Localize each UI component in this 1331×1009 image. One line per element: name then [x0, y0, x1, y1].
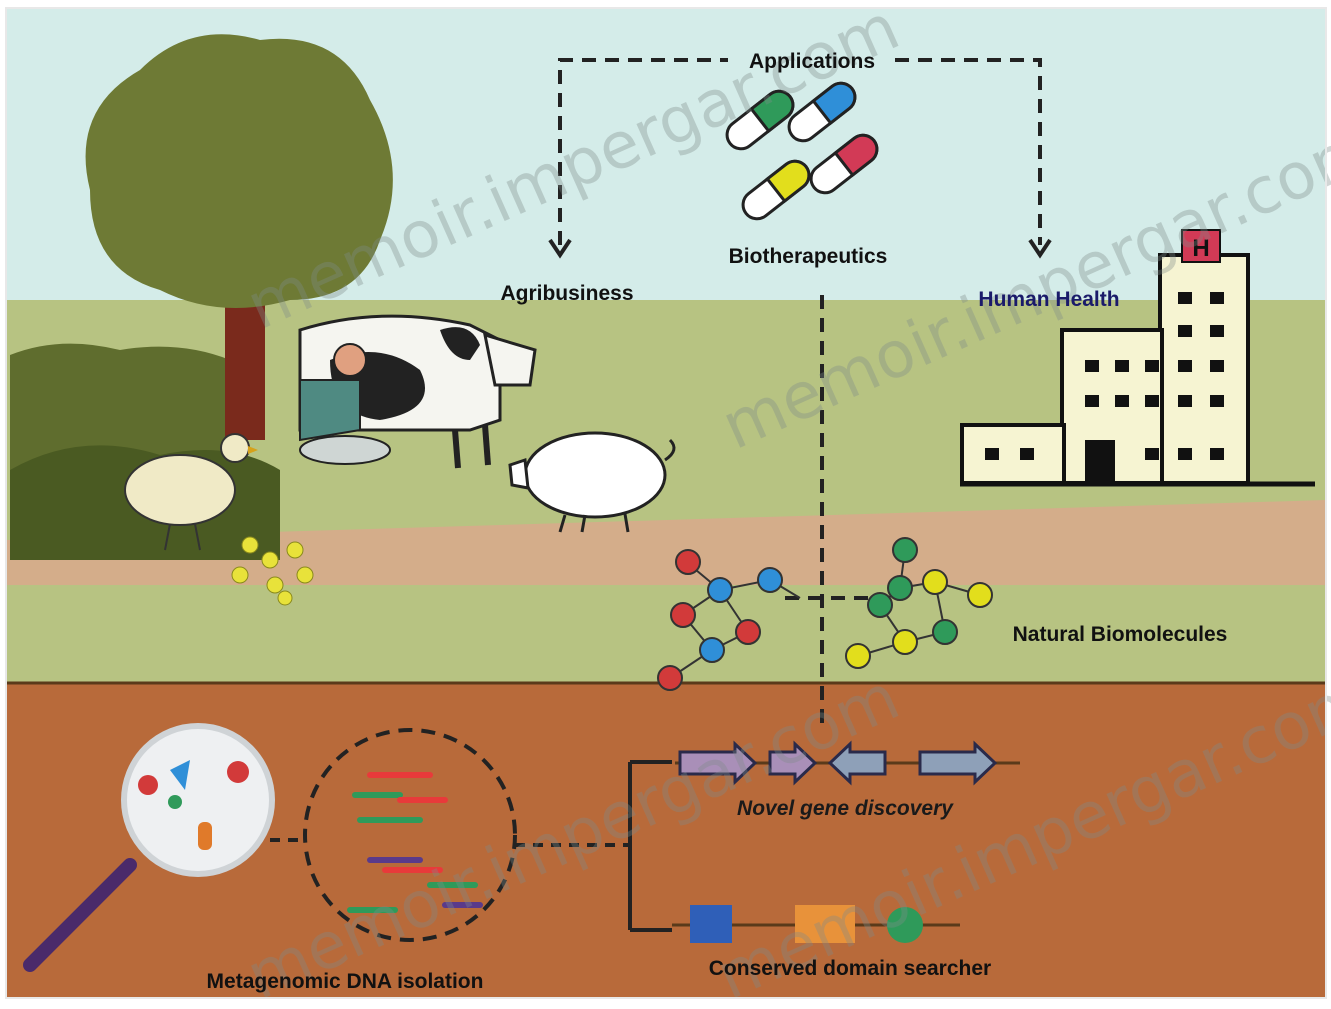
atom	[736, 620, 760, 644]
atom	[708, 578, 732, 602]
atom	[868, 593, 892, 617]
atom	[758, 568, 782, 592]
atom	[923, 570, 947, 594]
label-applications: Applications	[749, 50, 875, 73]
atom	[893, 538, 917, 562]
domain-box-blue	[690, 905, 732, 943]
atom	[888, 576, 912, 600]
atom	[671, 603, 695, 627]
atom	[933, 620, 957, 644]
label-natural-biomolecules: Natural Biomolecules	[1013, 623, 1228, 646]
atom	[676, 550, 700, 574]
label-metagenomic-dna-isolation: Metagenomic DNA isolation	[207, 970, 484, 993]
atom	[846, 644, 870, 668]
label-conserved-domain-searcher: Conserved domain searcher	[709, 957, 991, 980]
petri-dish	[124, 726, 272, 874]
label-biotherapeutics: Biotherapeutics	[729, 245, 888, 268]
atom	[700, 638, 724, 662]
atom	[658, 666, 682, 690]
label-human-health: Human Health	[978, 288, 1119, 311]
atom	[968, 583, 992, 607]
label-novel-gene-discovery: Novel gene discovery	[737, 797, 954, 820]
label-agribusiness: Agribusiness	[500, 282, 633, 305]
atom	[893, 630, 917, 654]
